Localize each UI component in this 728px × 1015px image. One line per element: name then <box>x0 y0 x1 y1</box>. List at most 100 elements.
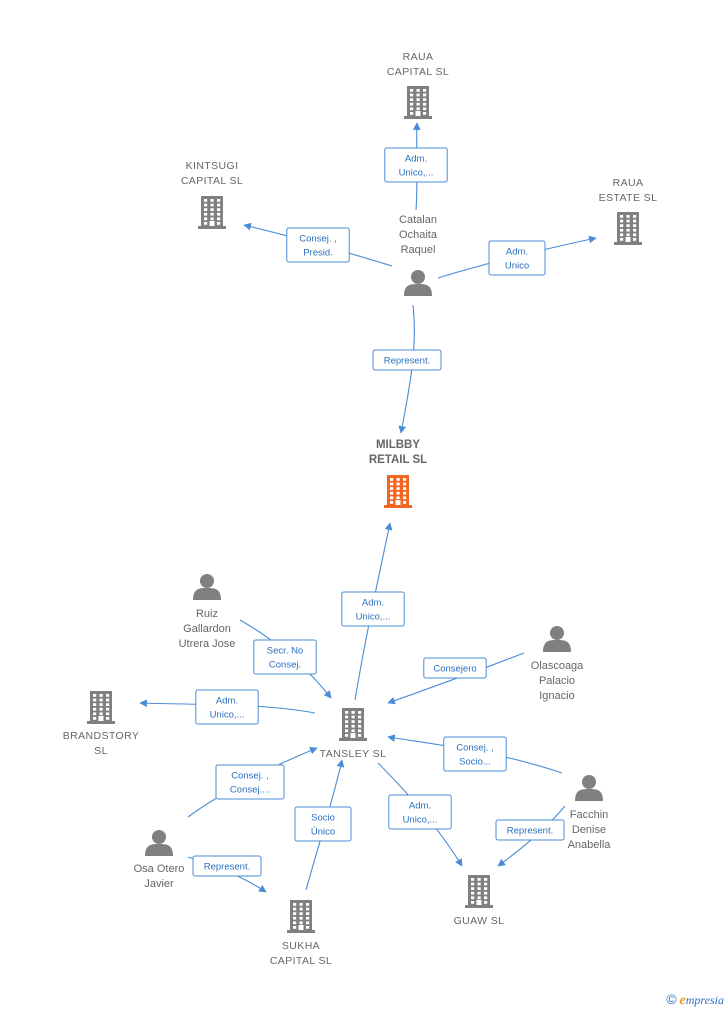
node-raua_estate[interactable]: RAUA ESTATE SL <box>599 177 658 245</box>
node-label-olascoaga: Ignacio <box>539 690 574 702</box>
edge-label-box <box>215 764 285 800</box>
building-icon-main <box>384 475 412 508</box>
node-label-sukha: SUKHA <box>282 940 320 952</box>
node-label-ruiz: Ruiz <box>196 608 218 620</box>
node-label-kintsugi: CAPITAL SL <box>181 175 243 187</box>
edge-label-catalan-raua_estate[interactable]: Adm. Unico <box>488 240 546 276</box>
edge-label-text: Socio <box>311 813 335 824</box>
edge-label-box <box>341 591 405 627</box>
edge-label-box <box>195 689 259 725</box>
edge-label-text: Unico,... <box>399 168 434 179</box>
copyright-icon: © <box>666 991 677 1007</box>
person-icon <box>404 270 432 296</box>
edge-label-text: Adm. <box>409 801 431 812</box>
edge-label-text: Unico,... <box>403 815 438 826</box>
edge-label-text: Adm. <box>362 598 384 609</box>
edge-label-text: Unico,... <box>356 612 391 623</box>
edge-label-tansley-milbby[interactable]: Adm. Unico,... <box>341 591 405 627</box>
edge-label-tansley-brandstory[interactable]: Adm. Unico,... <box>195 689 259 725</box>
edge-label-text: Unico <box>505 261 529 272</box>
node-label-tansley: TANSLEY SL <box>320 748 387 760</box>
node-label-raua_capital: CAPITAL SL <box>387 66 449 78</box>
node-label-osa: Javier <box>144 878 174 890</box>
edge-label-box <box>388 794 452 830</box>
edge-label-text: Presid. <box>303 248 333 259</box>
node-label-brandstory: SL <box>94 745 108 757</box>
edge-label-box <box>372 349 442 371</box>
edge-label-text: Represent. <box>507 826 553 837</box>
edge-label-box <box>294 806 352 842</box>
edge-label-tansley-guaw[interactable]: Adm. Unico,... <box>388 794 452 830</box>
brand-name: mpresia <box>685 993 724 1007</box>
node-label-ruiz: Gallardon <box>183 623 231 635</box>
building-icon <box>614 212 642 245</box>
building-icon <box>404 86 432 119</box>
node-label-catalan: Catalan <box>399 214 437 226</box>
edge-label-ruiz-tansley[interactable]: Secr. No Consej. <box>253 639 317 675</box>
node-label-raua_estate: RAUA <box>613 177 644 189</box>
node-label-ruiz: Utrera Jose <box>179 638 236 650</box>
edge-olascoaga-tansley <box>387 652 525 705</box>
edge-label-olascoaga-tansley[interactable]: Consejero <box>423 657 487 679</box>
edge-label-catalan-milbby[interactable]: Represent. <box>372 349 442 371</box>
person-icon <box>543 626 571 652</box>
edge-label-box <box>423 657 487 679</box>
edge-label-text: Adm. <box>405 154 427 165</box>
building-icon <box>339 708 367 741</box>
edge-label-facchin-guaw[interactable]: Represent. <box>495 819 565 841</box>
node-sukha[interactable]: SUKHA CAPITAL SL <box>270 900 332 967</box>
edge-label-facchin-tansley[interactable]: Consej. ,Socio... <box>443 736 507 772</box>
edge-catalan-milbby <box>398 304 415 434</box>
building-icon <box>287 900 315 933</box>
node-label-kintsugi: KINTSUGI <box>186 160 239 172</box>
node-milbby[interactable]: MILBBY RETAIL SL <box>369 439 427 508</box>
node-kintsugi[interactable]: KINTSUGI CAPITAL SL <box>181 160 243 229</box>
node-label-sukha: CAPITAL SL <box>270 955 332 967</box>
node-label-milbby: MILBBY <box>376 439 420 451</box>
edge-label-osa-tansley[interactable]: Consej. ,Consej.... <box>215 764 285 800</box>
node-tansley[interactable]: TANSLEY SL <box>320 708 387 760</box>
node-label-milbby: RETAIL SL <box>369 454 427 466</box>
node-label-catalan: Ochaita <box>399 229 438 241</box>
edge-label-text: Consej. , <box>456 743 494 754</box>
edge-label-box <box>286 227 350 263</box>
edge-label-text: Único <box>311 827 335 838</box>
node-label-facchin: Anabella <box>568 839 612 851</box>
empresia-brand[interactable]: ©empresia <box>666 991 724 1009</box>
edge-label-text: Adm. <box>216 696 238 707</box>
edge-label-text: Adm. <box>506 247 528 258</box>
node-label-olascoaga: Palacio <box>539 675 575 687</box>
node-brandstory[interactable]: BRANDSTORY SL <box>63 691 140 757</box>
edge-label-box <box>192 855 262 877</box>
edge-label-text: Represent. <box>204 862 250 873</box>
edge-label-box <box>253 639 317 675</box>
person-icon <box>145 830 173 856</box>
edge-label-box <box>488 240 546 276</box>
edge-label-text: Unico,... <box>210 710 245 721</box>
edge-label-text: Consej. , <box>299 234 337 245</box>
edge-label-catalan-raua_capital[interactable]: Adm. Unico,... <box>384 147 448 183</box>
edge-label-osa-sukha[interactable]: Represent. <box>192 855 262 877</box>
building-icon <box>465 875 493 908</box>
edge-label-text: Consej. <box>269 660 301 671</box>
building-icon <box>87 691 115 724</box>
edge-label-text: Consej.... <box>230 785 270 796</box>
node-label-facchin: Denise <box>572 824 606 836</box>
node-guaw[interactable]: GUAW SL <box>454 875 505 927</box>
edge-label-text: Secr. No <box>267 646 303 657</box>
node-label-olascoaga: Olascoaga <box>531 660 584 672</box>
brand-initial: e <box>679 993 686 1008</box>
node-label-brandstory: BRANDSTORY <box>63 730 140 742</box>
node-label-raua_estate: ESTATE SL <box>599 192 658 204</box>
node-label-guaw: GUAW SL <box>454 915 505 927</box>
edge-label-catalan-kintsugi[interactable]: Consej. , Presid. <box>286 227 350 263</box>
